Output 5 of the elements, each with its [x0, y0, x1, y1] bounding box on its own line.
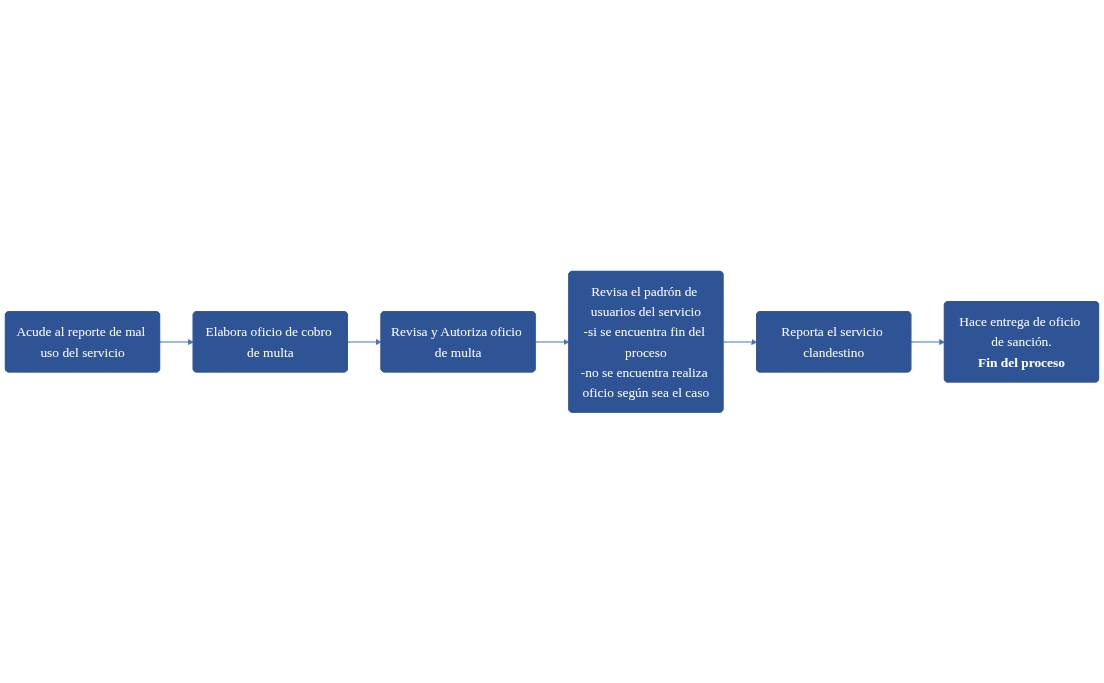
- arrow: [347, 338, 382, 345]
- arrow: [722, 338, 758, 345]
- arrow: [159, 338, 194, 345]
- arrow: [910, 338, 945, 345]
- arrow: [535, 338, 570, 345]
